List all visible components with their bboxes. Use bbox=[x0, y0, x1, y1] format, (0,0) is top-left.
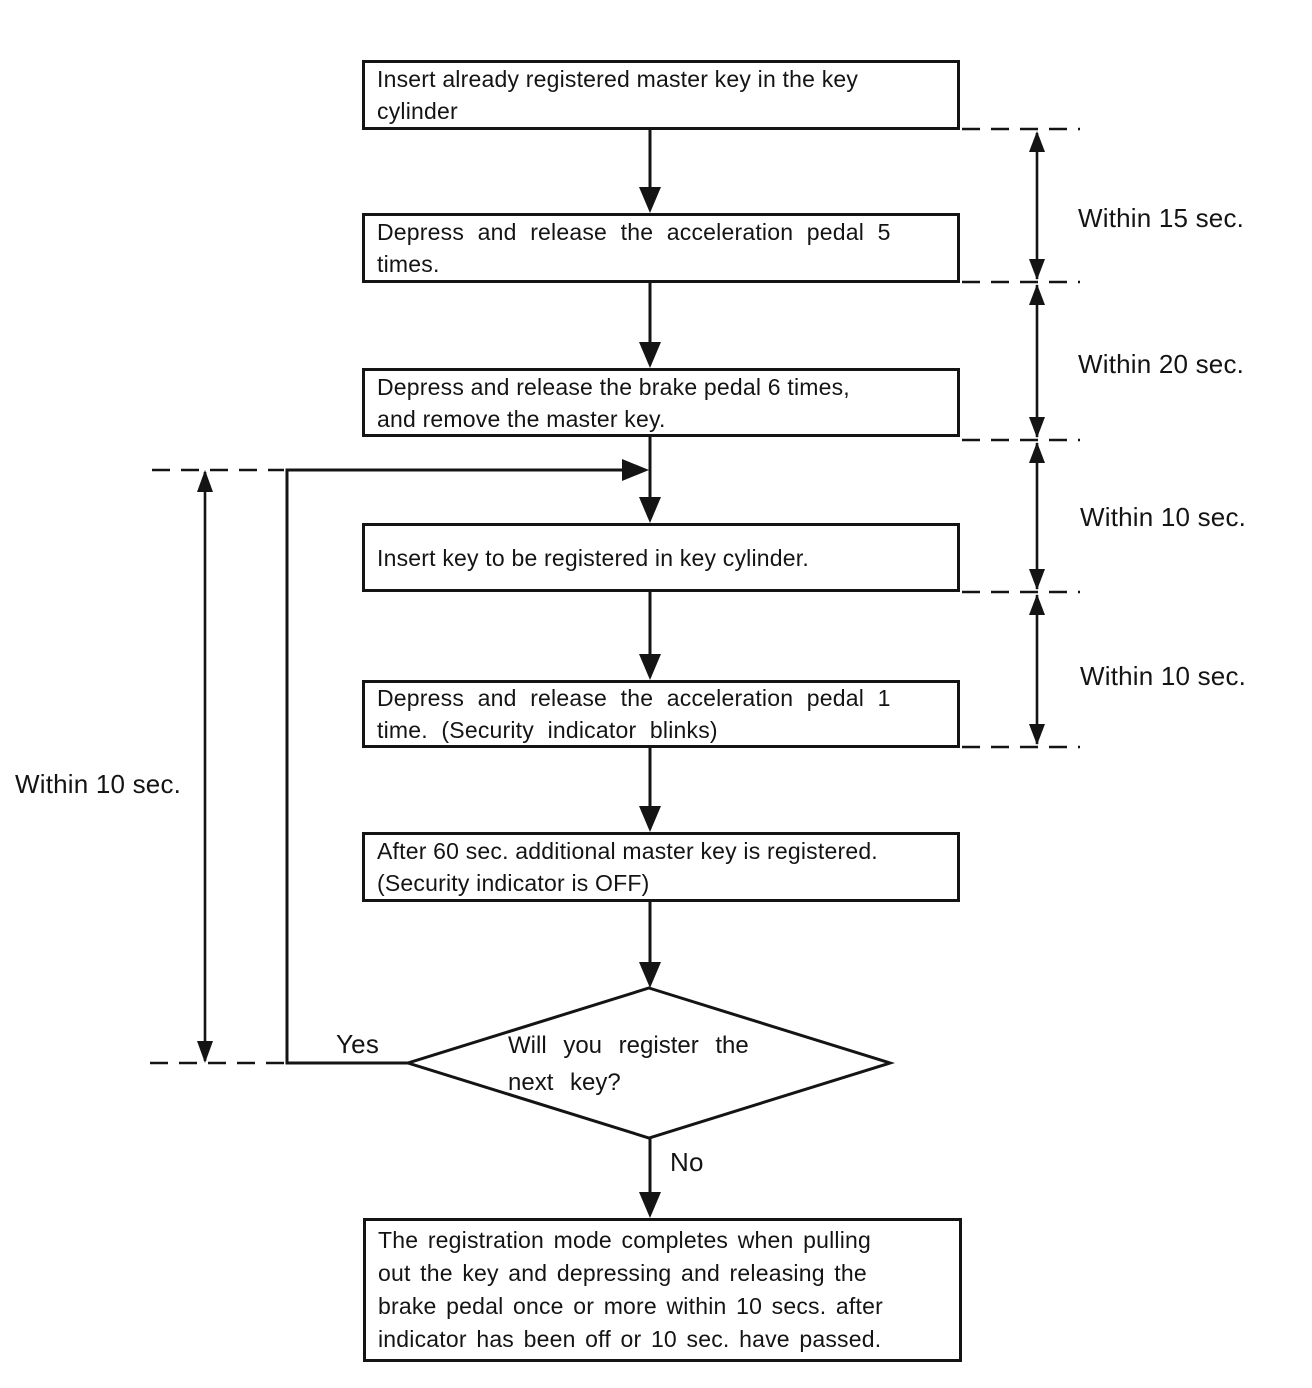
process-box-insert-new-key: Insert key to be registered in key cylin… bbox=[362, 523, 960, 592]
timing-label-within-10-sec-b: Within 10 sec. bbox=[1080, 661, 1247, 691]
branch-label-yes: Yes bbox=[336, 1029, 380, 1059]
dashed-guides bbox=[150, 127, 1080, 1065]
branch-label-no: No bbox=[670, 1147, 704, 1177]
timing-label-within-15-sec: Within 15 sec. bbox=[1078, 203, 1245, 233]
process-box-accel-pedal-1-time: Depress and release the acceleration ped… bbox=[362, 680, 960, 748]
timing-label-within-10-sec-loop: Within 10 sec. bbox=[15, 769, 182, 799]
decision-diamond bbox=[402, 986, 896, 1140]
process-box-accel-pedal-5-times: Depress and release the acceleration ped… bbox=[362, 213, 960, 283]
flow-arrows bbox=[639, 130, 661, 1218]
decision-question: Will you register the next key? bbox=[508, 1032, 749, 1096]
timing-label-within-20-sec: Within 20 sec. bbox=[1078, 349, 1245, 379]
loop-path bbox=[285, 459, 649, 1065]
left-dimension-arrow bbox=[197, 470, 213, 1063]
right-dimension-arrows bbox=[1029, 131, 1045, 745]
process-box-registration-complete: The registration mode completes when pul… bbox=[363, 1218, 962, 1362]
process-box-key-registered: After 60 sec. additional master key is r… bbox=[362, 832, 960, 902]
process-box-insert-master-key: Insert already registered master key in … bbox=[362, 60, 960, 130]
timing-label-within-10-sec-a: Within 10 sec. bbox=[1080, 502, 1247, 532]
process-box-brake-pedal-6-times: Depress and release the brake pedal 6 ti… bbox=[362, 368, 960, 437]
